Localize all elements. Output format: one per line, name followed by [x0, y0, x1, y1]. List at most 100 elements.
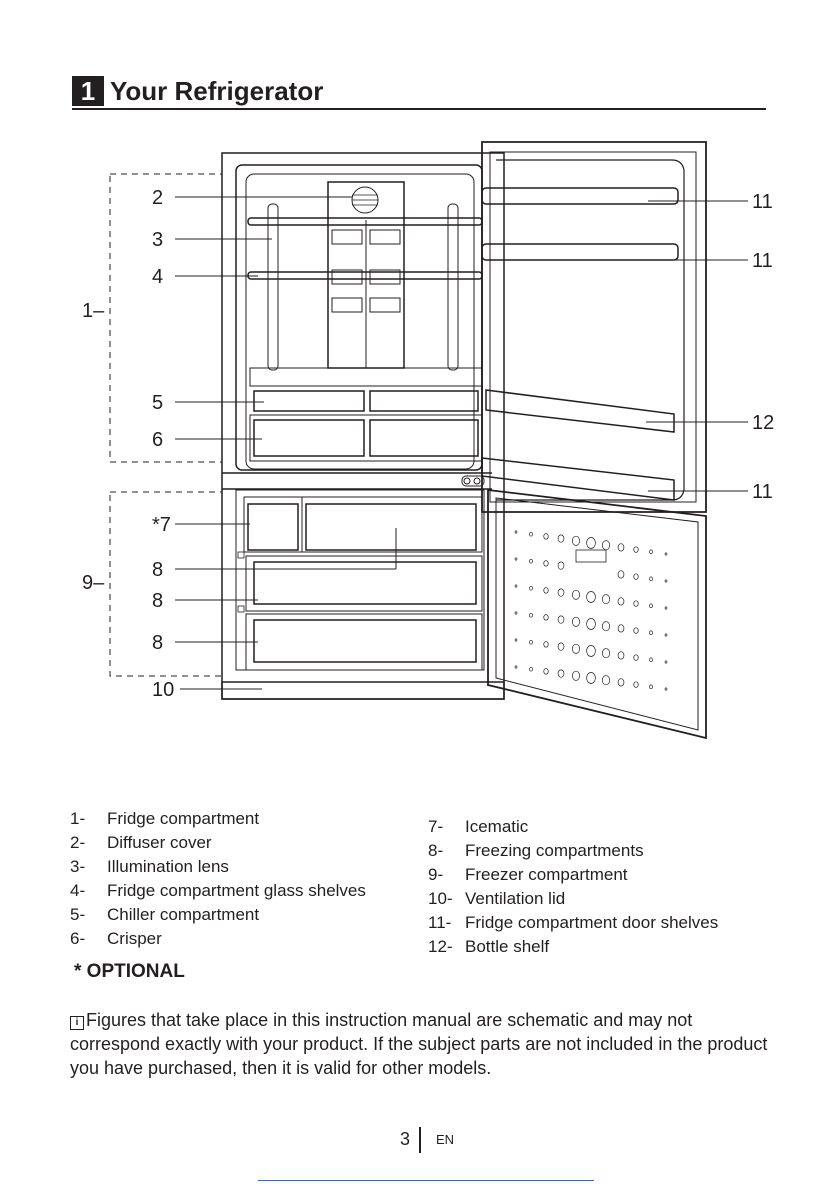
bottom-rule — [258, 1180, 594, 1181]
door-shelf-middle — [481, 243, 679, 261]
door-dimple — [633, 600, 639, 607]
legend-num: 7- — [428, 817, 444, 836]
door-dimple — [586, 537, 596, 549]
freezer-door — [487, 488, 707, 740]
legend-label: Bottle shelf — [465, 937, 550, 956]
callout-2: 2 — [152, 187, 163, 209]
door-dimple — [571, 643, 581, 654]
legend-label: Freezer compartment — [465, 865, 628, 884]
legend-label: Ventilation lid — [465, 889, 566, 908]
door-dimple — [543, 614, 549, 621]
door-dimple — [649, 630, 653, 636]
door-dimple — [633, 681, 639, 688]
door-dimple — [601, 540, 611, 551]
crisper-right — [369, 419, 479, 457]
fridge-compartment-group — [109, 173, 223, 463]
door-dimple — [529, 612, 533, 618]
legend-item: 7-Icematic — [428, 815, 718, 839]
door-dimple — [514, 638, 518, 642]
door-dimple — [649, 657, 653, 663]
door-dimple — [529, 558, 533, 564]
door-dimple — [601, 621, 611, 632]
callout-11b: 11 — [752, 250, 773, 272]
callout-5: 5 — [152, 392, 163, 414]
door-dimple — [664, 687, 668, 691]
legend-label: Crisper — [107, 929, 162, 948]
door-dimple — [557, 642, 565, 651]
callout-9: 9– — [82, 572, 105, 594]
freezer-drawer-bottom — [253, 619, 477, 663]
callout-7: *7 — [152, 514, 171, 536]
glass-shelf-upper — [247, 217, 483, 226]
door-dimple — [543, 560, 549, 567]
legend-num: 11- — [428, 913, 452, 932]
fridge-door — [481, 141, 707, 513]
callout-8b: 8 — [152, 590, 163, 612]
legend-num: 1- — [70, 809, 86, 828]
freezer-drawer-top — [305, 503, 477, 551]
legend-item: 5- Chiller compartment — [70, 903, 366, 927]
legend-num: 9- — [428, 865, 444, 884]
section-title: Your Refrigerator — [110, 76, 324, 106]
door-dimple — [664, 579, 668, 583]
callout-8a: 8 — [152, 559, 163, 581]
refrigerator-diagram: 1– 2 3 4 5 6 *7 8 8 8 9– 10 11 11 12 11 — [82, 141, 774, 740]
legend-label: Chiller compartment — [107, 905, 260, 924]
legend-item: 2-Diffuser cover — [70, 831, 366, 855]
legend-item: 8- Freezing compartments — [428, 839, 718, 863]
legend-item: 3- Illumination lens — [70, 855, 366, 879]
callout-4: 4 — [152, 266, 163, 288]
door-dimple — [633, 627, 639, 634]
page-number: 3 — [400, 1129, 411, 1149]
glass-shelf-lower — [247, 271, 483, 280]
legend-num: 12- — [428, 937, 453, 956]
fridge-interior — [235, 164, 483, 471]
door-dimple — [633, 654, 639, 661]
legend-left: 1-Fridge compartment 2-Diffuser cover 3-… — [70, 807, 366, 951]
callout-8c: 8 — [152, 632, 163, 654]
cabinet-outline — [221, 152, 505, 700]
legend-item: 12- Bottle shelf — [428, 935, 718, 959]
legend-label: Illumination lens — [107, 857, 229, 876]
door-shelf-top — [481, 187, 679, 205]
callout-3: 3 — [152, 229, 163, 251]
legend-item: 11-Fridge compartment door shelves — [428, 911, 718, 935]
legend-right: 7-Icematic 8- Freezing compartments 9- Fre… — [428, 815, 718, 959]
door-dimple — [633, 573, 639, 580]
door-dimple — [601, 675, 611, 686]
door-dimple — [529, 531, 533, 537]
legend-item: 1-Fridge compartment — [70, 807, 366, 831]
door-dimple — [557, 534, 565, 543]
door-dimple — [649, 684, 653, 690]
legend-num: 5- — [70, 905, 86, 924]
door-dimple — [649, 603, 653, 609]
door-dimple — [664, 552, 668, 556]
door-dimple — [543, 587, 549, 594]
door-dimple — [529, 666, 533, 672]
chiller-right — [369, 390, 479, 412]
legend-num: 8- — [428, 841, 444, 860]
door-dimple — [586, 645, 596, 657]
door-dimple — [617, 543, 625, 552]
door-dimple — [617, 597, 625, 606]
crisper-left — [253, 419, 365, 457]
door-dimple — [571, 616, 581, 627]
door-dimple — [557, 588, 565, 597]
door-dimple — [664, 633, 668, 637]
door-dimple — [543, 533, 549, 540]
door-dimple — [514, 530, 518, 534]
legend-num: 2- — [70, 833, 86, 852]
callout-12: 12 — [752, 412, 774, 434]
door-dimple — [601, 648, 611, 659]
section-header: 1 Your Refrigerator — [72, 74, 766, 110]
door-dimple — [543, 641, 549, 648]
legend-label: Fridge compartment glass shelves — [107, 881, 366, 900]
callout-11a: 11 — [752, 191, 773, 213]
legend-num: 3- — [70, 857, 86, 876]
door-dimple — [514, 584, 518, 588]
legend-label: Freezing compartments — [465, 841, 644, 860]
door-dimple — [649, 576, 653, 582]
door-dimple — [586, 591, 596, 603]
footer-divider — [419, 1127, 421, 1153]
legend-num: 10- — [428, 889, 453, 908]
